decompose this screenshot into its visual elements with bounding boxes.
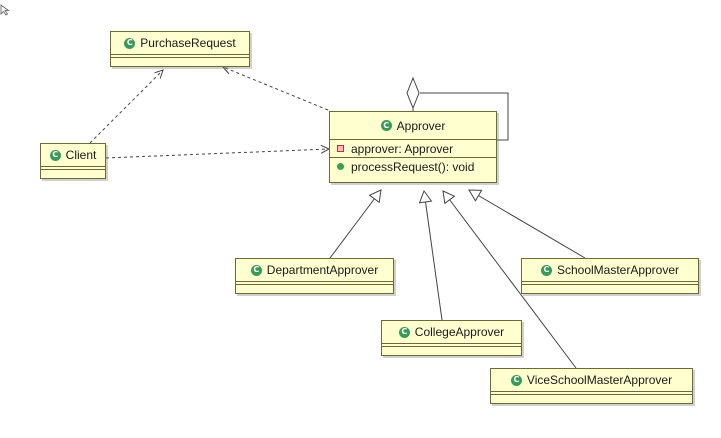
class-approver[interactable]: C Approver approver: Approver processReq… [329, 111, 497, 183]
class-departmentapprover-name: DepartmentApprover [266, 263, 379, 277]
class-collegeapprover[interactable]: C CollegeApprover [381, 320, 522, 356]
class-viceschoolmasterapprover-name: ViceSchoolMasterApprover [526, 373, 673, 387]
class-schoolmasterapprover[interactable]: C SchoolMasterApprover [521, 258, 699, 294]
class-c-icon: C [380, 120, 392, 131]
class-client-name: Client [65, 148, 97, 162]
dependency-client-purchaserequest [89, 70, 163, 144]
class-collegeapprover-name: CollegeApprover [414, 325, 505, 339]
class-schoolmasterapprover-header: C SchoolMasterApprover [522, 259, 698, 281]
class-approver-attribute: approver: Approver [330, 140, 496, 157]
cursor-icon [0, 4, 10, 16]
class-departmentapprover[interactable]: C DepartmentApprover [235, 258, 394, 294]
class-viceschoolmasterapprover[interactable]: C ViceSchoolMasterApprover [490, 368, 693, 404]
class-client[interactable]: C Client [40, 143, 106, 179]
class-purchaserequest-name: PurchaseRequest [140, 36, 236, 50]
class-approver-method-text: processRequest(): void [351, 159, 475, 174]
class-c-icon: C [398, 326, 410, 338]
class-collegeapprover-header: C CollegeApprover [382, 321, 521, 343]
class-approver-header: C Approver [330, 112, 496, 139]
class-viceschoolmasterapprover-header: C ViceSchoolMasterApprover [491, 369, 692, 391]
aggregation-diamond [406, 76, 420, 110]
class-c-icon: C [49, 149, 61, 161]
class-approver-name: Approver [396, 118, 446, 133]
generalization-department [329, 189, 382, 259]
class-approver-method: processRequest(): void [330, 158, 496, 175]
class-approver-attribute-text: approver: Approver [351, 141, 454, 156]
generalization-college [418, 189, 443, 321]
private-field-icon [337, 145, 344, 152]
class-c-icon: C [250, 264, 262, 276]
class-purchaserequest[interactable]: C PurchaseRequest [110, 31, 250, 67]
class-c-icon: C [124, 37, 136, 49]
generalization-schoolmaster [468, 189, 586, 259]
class-purchaserequest-header: C PurchaseRequest [111, 32, 249, 54]
dependency-client-approver [105, 149, 329, 159]
generalization-viceschoolmaster [442, 190, 577, 369]
dependency-approver-purchaserequest [223, 67, 329, 111]
class-departmentapprover-header: C DepartmentApprover [236, 259, 393, 281]
class-c-icon: C [510, 374, 522, 386]
public-method-icon [337, 163, 344, 170]
class-schoolmasterapprover-name: SchoolMasterApprover [556, 263, 680, 277]
class-c-icon: C [540, 264, 552, 276]
class-client-header: C Client [41, 144, 105, 166]
